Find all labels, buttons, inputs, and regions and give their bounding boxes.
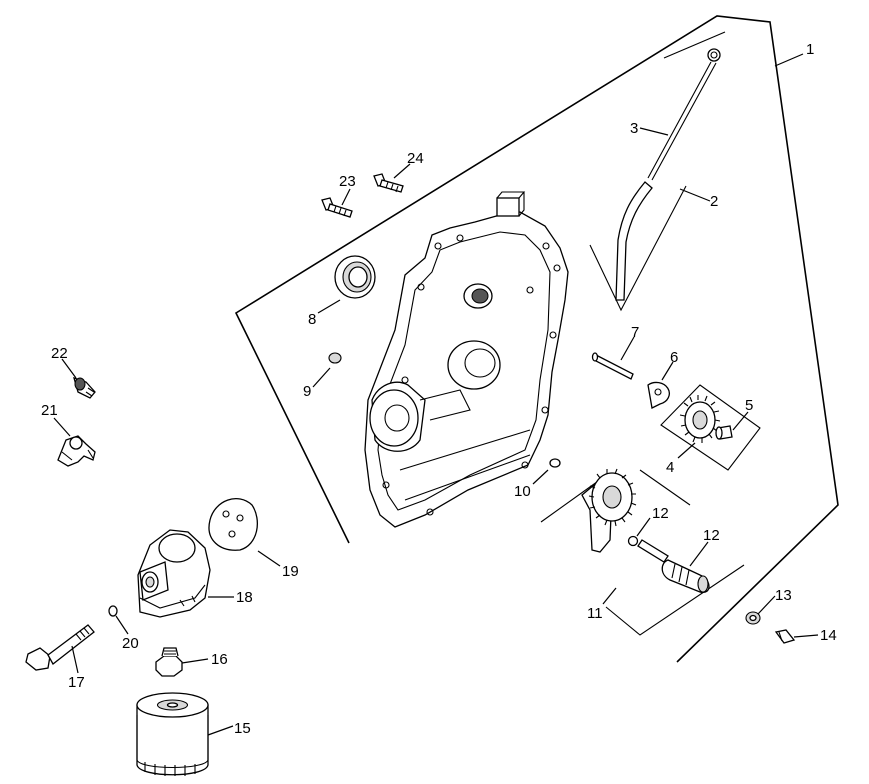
dipstick xyxy=(615,48,721,301)
pressure-switch xyxy=(73,376,96,399)
callout-2: 2 xyxy=(710,193,718,210)
flange-bolt-24 xyxy=(373,173,404,193)
callout-24: 24 xyxy=(407,150,424,167)
callout-23: 23 xyxy=(339,173,356,190)
gear-shaft xyxy=(715,425,733,440)
o-ring-left xyxy=(108,605,118,617)
crankcase-cover xyxy=(364,191,569,528)
flange-bolt-23 xyxy=(321,197,353,218)
o-ring-right xyxy=(627,535,639,547)
gear-bracket xyxy=(660,384,761,471)
sealing-washer xyxy=(745,611,761,625)
filter-nipple xyxy=(155,647,183,677)
callout-17: 16 xyxy=(211,651,228,668)
dipstick-bracket xyxy=(589,31,726,312)
oil-filter-adapter xyxy=(137,529,211,618)
oil-filter xyxy=(136,692,209,776)
callout-14: 13 xyxy=(775,587,792,604)
callout-10: 10 xyxy=(514,483,531,500)
oil-seal xyxy=(334,255,376,299)
callout-13: 12 xyxy=(703,527,720,544)
callout-11: 11 xyxy=(587,605,603,622)
callout-22: 22 xyxy=(51,345,68,362)
callout-20: 19 xyxy=(282,563,299,580)
callout-3: 3 xyxy=(630,120,638,137)
callout-4: 4 xyxy=(666,459,674,476)
thrust-washer xyxy=(647,381,670,409)
callout-12-left: 20 xyxy=(122,635,139,652)
governor-gear xyxy=(679,395,721,443)
oil-pump-gear xyxy=(581,468,637,553)
oil-pump-bracket xyxy=(540,469,745,636)
callout-8: 8 xyxy=(308,311,316,328)
filter-adapter-gasket xyxy=(208,498,258,551)
callout-7: 7 xyxy=(631,324,639,341)
callout-15: 14 xyxy=(820,627,837,644)
callout-6: 6 xyxy=(670,349,678,366)
callout-16: 15 xyxy=(234,720,251,737)
callout-5: 5 xyxy=(745,397,753,414)
callout-21: 21 xyxy=(41,402,58,419)
dowel-pin xyxy=(549,458,561,468)
assembly-outline xyxy=(234,15,839,663)
oil-pump-rotor xyxy=(637,539,710,593)
shaft-pin xyxy=(591,352,634,380)
callout-1: 1 xyxy=(806,41,814,58)
callout-12-right: 12 xyxy=(652,505,669,522)
callout-18: 17 xyxy=(68,674,85,691)
leader-lines xyxy=(53,53,819,736)
hex-bolt-small xyxy=(774,629,796,644)
filter-adapter-bolt xyxy=(25,624,95,671)
small-plug xyxy=(328,352,342,364)
callout-19: 18 xyxy=(236,589,253,606)
callout-9: 9 xyxy=(303,383,311,400)
callout-labels: 1 2 3 4 5 6 7 8 9 10 11 12 12 13 14 15 1… xyxy=(41,41,837,737)
elbow-fitting xyxy=(57,435,96,467)
